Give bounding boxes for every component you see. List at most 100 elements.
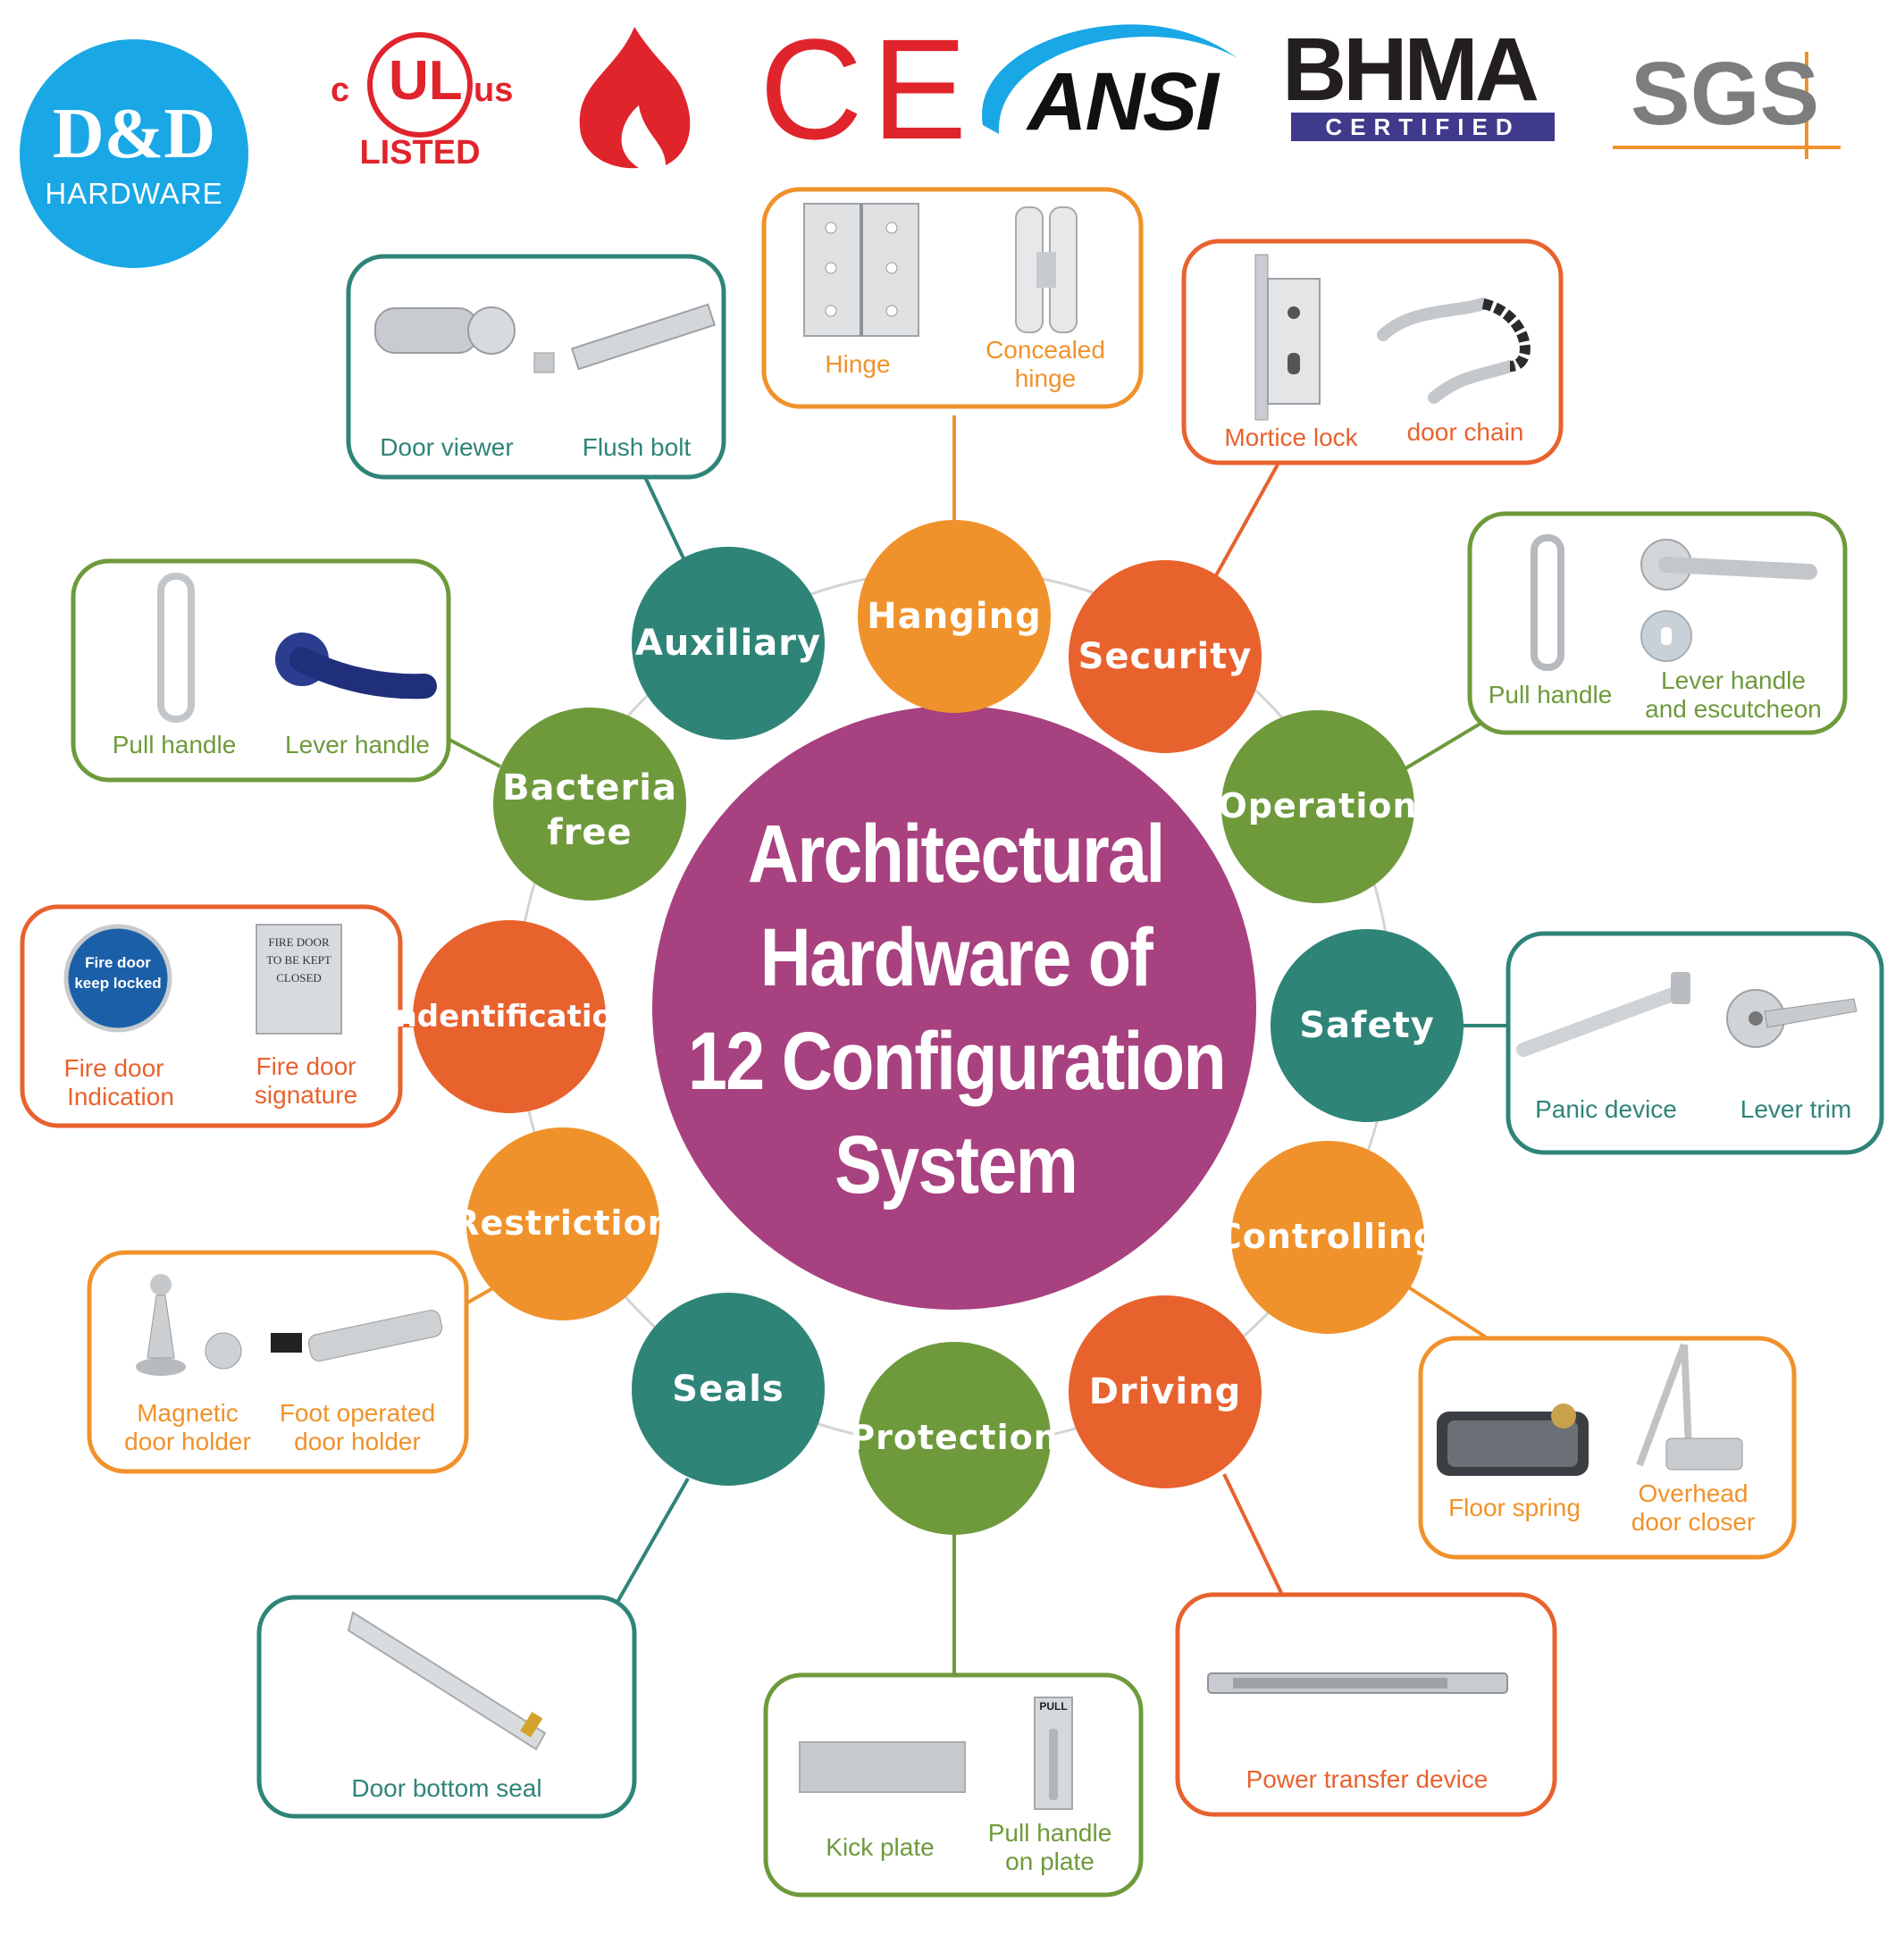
bhma-logo: BHMA bbox=[1282, 20, 1539, 120]
connector-driving bbox=[1222, 1473, 1284, 1596]
box-driving bbox=[1175, 1592, 1557, 1817]
label-panic-device: Panic device bbox=[1535, 1095, 1677, 1123]
label-fire-sig-line1: Fire door bbox=[256, 1052, 356, 1080]
circle-driving bbox=[1069, 1295, 1262, 1488]
sign-signature-line3: CLOSED bbox=[276, 971, 322, 985]
dd-logo-sub: HARDWARE bbox=[45, 177, 223, 210]
center-title-line-2: Hardware of bbox=[759, 912, 1153, 1003]
label-pull-plate-line2: on plate bbox=[1005, 1848, 1095, 1875]
lever-handle-bacteria-image bbox=[275, 633, 437, 700]
label-flush-bolt: Flush bolt bbox=[582, 433, 692, 461]
box-controlling bbox=[1418, 1336, 1797, 1560]
label-concealed-line1: Concealed bbox=[986, 336, 1105, 364]
label-magnetic-line1: Magnetic bbox=[137, 1399, 239, 1427]
circle-hanging bbox=[858, 520, 1051, 713]
fire-rating-logo bbox=[579, 27, 691, 169]
dd-logo-main: D&D bbox=[52, 95, 216, 173]
hinge-image bbox=[803, 203, 919, 337]
label-concealed-line2: hinge bbox=[1014, 364, 1077, 392]
sign-pull: PULL bbox=[1039, 1700, 1068, 1713]
kick-plate-image bbox=[799, 1741, 966, 1793]
pull-on-plate-image bbox=[1034, 1697, 1073, 1810]
bhma-certified: CERTIFIED bbox=[1325, 113, 1521, 140]
connector-seals bbox=[615, 1478, 690, 1605]
label-hinge: Hinge bbox=[825, 350, 891, 378]
circle-auxiliary bbox=[632, 547, 825, 740]
label-power-transfer: Power transfer device bbox=[1246, 1765, 1489, 1793]
label-magnetic-line2: door holder bbox=[124, 1428, 251, 1455]
connector-security bbox=[1209, 464, 1279, 586]
box-safety bbox=[1506, 931, 1884, 1155]
ul-mark: UL bbox=[389, 50, 463, 112]
circle-protection bbox=[858, 1342, 1051, 1535]
category-protection: Protection bbox=[850, 1418, 1059, 1458]
bhma-certified-bar bbox=[1291, 113, 1555, 141]
connector-bacteria bbox=[449, 738, 501, 768]
box-seals bbox=[256, 1595, 637, 1819]
fire-signature-plate-image bbox=[256, 924, 342, 1035]
category-circles bbox=[413, 520, 1464, 1535]
label-lever-handle-bacteria: Lever handle bbox=[285, 731, 430, 758]
circle-bacteria bbox=[493, 708, 686, 901]
circle-operation bbox=[1221, 710, 1414, 903]
label-pull-handle-bacteria: Pull handle bbox=[112, 731, 237, 758]
connector-auxiliary bbox=[643, 476, 685, 559]
door-viewer-image bbox=[374, 306, 516, 355]
category-seals: Seals bbox=[672, 1369, 784, 1410]
category-identification: Indentification bbox=[383, 998, 635, 1035]
label-door-viewer: Door viewer bbox=[380, 433, 514, 461]
circle-security bbox=[1069, 560, 1262, 753]
sign-signature-line1: FIRE DOOR bbox=[268, 935, 330, 949]
pull-handle-bacteria-image bbox=[157, 573, 195, 723]
category-controlling: Controlling bbox=[1216, 1217, 1439, 1257]
panic-device-image bbox=[1516, 972, 1690, 1057]
sgs-logo: SGS bbox=[1631, 44, 1820, 144]
ul-us: us bbox=[474, 71, 514, 109]
category-operation: Operation bbox=[1218, 786, 1418, 826]
circle-controlling bbox=[1231, 1141, 1424, 1334]
label-lever-esc-line1: Lever handle bbox=[1661, 666, 1806, 694]
category-security: Security bbox=[1078, 636, 1253, 677]
ul-c: c bbox=[331, 71, 350, 109]
door-chain-image bbox=[1377, 297, 1531, 404]
sign-keep-locked-line1: Fire door bbox=[85, 954, 151, 971]
label-lever-esc-line2: and escutcheon bbox=[1645, 695, 1822, 723]
label-foot-line2: door holder bbox=[294, 1428, 421, 1455]
keep-locked-sign-image bbox=[63, 924, 172, 1033]
lever-escutcheon-image bbox=[1640, 539, 1817, 662]
magnetic-holder-image bbox=[136, 1274, 242, 1376]
lever-trim-image bbox=[1726, 989, 1858, 1048]
circle-seals bbox=[632, 1293, 825, 1486]
label-lever-trim: Lever trim bbox=[1740, 1095, 1852, 1123]
dd-logo-circle bbox=[20, 39, 248, 268]
sign-keep-locked-line2: keep locked bbox=[74, 975, 162, 992]
label-overhead-line1: Overhead bbox=[1638, 1479, 1749, 1507]
category-auxiliary: Auxiliary bbox=[634, 623, 822, 664]
circle-identification bbox=[413, 920, 606, 1113]
power-transfer-image bbox=[1207, 1672, 1508, 1694]
category-driving: Driving bbox=[1088, 1371, 1242, 1412]
center-title-line-4: System bbox=[835, 1119, 1078, 1211]
label-floor-spring: Floor spring bbox=[1448, 1494, 1581, 1521]
label-overhead-line2: door closer bbox=[1631, 1508, 1756, 1536]
label-fire-ind-line2: Indication bbox=[67, 1083, 174, 1110]
label-pull-handle-operation: Pull handle bbox=[1488, 681, 1613, 708]
label-door-bottom-seal: Door bottom seal bbox=[351, 1774, 542, 1802]
flush-bolt-image bbox=[533, 303, 717, 373]
ul-logo-ring bbox=[367, 32, 473, 138]
concealed-hinge-image bbox=[1015, 206, 1078, 333]
category-hanging: Hanging bbox=[867, 596, 1042, 637]
connector-operation bbox=[1397, 720, 1485, 775]
floor-spring-image bbox=[1437, 1404, 1589, 1476]
ansi-swoosh bbox=[982, 24, 1237, 135]
overhead-closer-image bbox=[1636, 1343, 1743, 1471]
category-bacteria-line1: Bacteria bbox=[502, 767, 677, 809]
center-title-line-3: 12 Configuration bbox=[687, 1016, 1226, 1107]
connectors bbox=[400, 415, 1508, 1675]
label-kick-plate: Kick plate bbox=[826, 1833, 935, 1861]
center-title-line-1: Architectural bbox=[748, 809, 1165, 900]
category-bacteria-line2: free bbox=[547, 812, 633, 853]
category-safety: Safety bbox=[1299, 1005, 1435, 1046]
ansi-logo: ANSI bbox=[1027, 56, 1219, 147]
